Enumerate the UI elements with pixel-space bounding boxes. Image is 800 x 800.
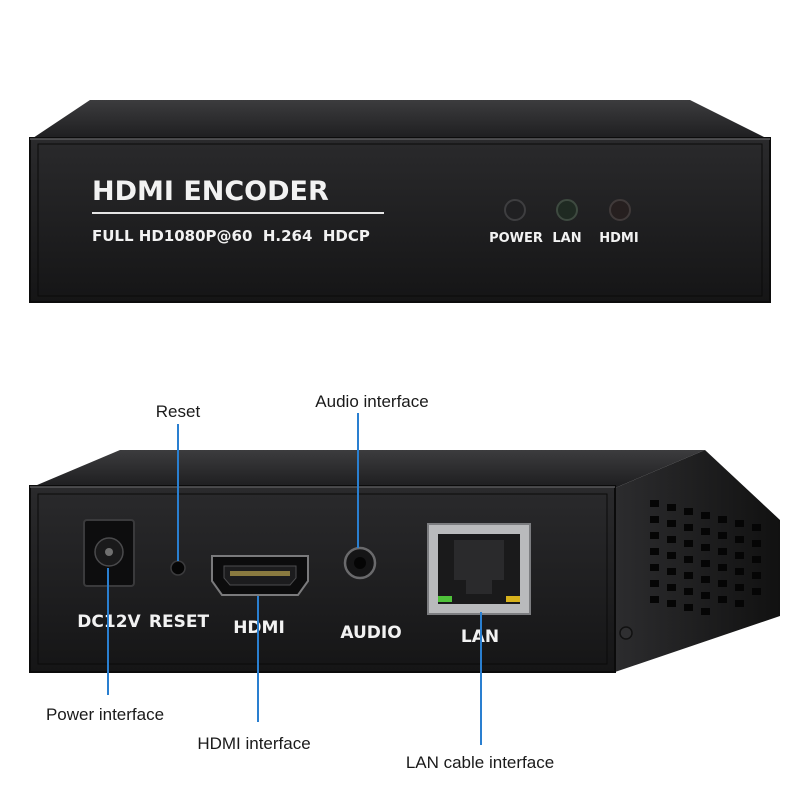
vent-slot	[735, 520, 744, 527]
vent-slot	[701, 544, 710, 551]
vent-slot	[752, 540, 761, 547]
vent-slot	[684, 524, 693, 531]
lan-led-icon	[556, 199, 578, 221]
callout-audio: Audio interface	[315, 392, 428, 411]
vent-slot	[718, 564, 727, 571]
vent-slot	[684, 588, 693, 595]
vent-slot	[718, 516, 727, 523]
side-vent-grille	[650, 500, 761, 615]
lan-amber-led-icon	[506, 596, 520, 602]
rear-encoder-unit: DC12V RESET HDMI AUDIO LAN	[29, 450, 780, 673]
callout-hdmi: HDMI interface	[197, 734, 310, 753]
callout-lines	[107, 413, 482, 745]
vent-slot	[667, 584, 676, 591]
vent-slot	[701, 560, 710, 567]
vent-slot	[667, 504, 676, 511]
hdmi-port	[211, 555, 309, 596]
callout-lan: LAN cable interface	[406, 753, 554, 772]
front-unit-face	[29, 137, 771, 303]
vent-slot	[667, 552, 676, 559]
vent-slot	[684, 556, 693, 563]
callout-reset: Reset	[156, 402, 201, 421]
front-subtitle: FULL HD1080P@60 H.264 HDCP	[92, 227, 370, 245]
vent-slot	[735, 600, 744, 607]
vent-slot	[735, 568, 744, 575]
front-title: HDMI ENCODER	[92, 176, 329, 207]
vent-slot	[701, 512, 710, 519]
vent-slot	[701, 576, 710, 583]
vent-slot	[718, 548, 727, 555]
callout-power: Power interface	[46, 705, 164, 724]
vent-slot	[735, 552, 744, 559]
lan-port	[427, 523, 531, 615]
vent-slot	[718, 532, 727, 539]
port-label-dc: DC12V	[77, 612, 141, 632]
lan-green-led-icon	[438, 596, 452, 602]
vent-slot	[667, 600, 676, 607]
port-label-reset: RESET	[149, 612, 210, 632]
vent-slot	[752, 524, 761, 531]
vent-slot	[650, 596, 659, 603]
vent-slot	[701, 592, 710, 599]
vent-slot	[718, 580, 727, 587]
front-unit-lid	[30, 100, 770, 140]
vent-slot	[752, 588, 761, 595]
power-led-icon	[504, 199, 526, 221]
vent-slot	[650, 516, 659, 523]
port-label-audio: AUDIO	[340, 623, 401, 643]
front-encoder-unit: HDMI ENCODER FULL HD1080P@60 H.264 HDCP …	[29, 100, 771, 303]
vent-slot	[650, 564, 659, 571]
vent-slot	[701, 528, 710, 535]
hdmi-led-icon	[609, 199, 631, 221]
vent-slot	[684, 604, 693, 611]
vent-slot	[650, 532, 659, 539]
vent-slot	[752, 572, 761, 579]
vent-slot	[752, 556, 761, 563]
rear-unit-lid	[30, 450, 705, 488]
reset-button-hole	[170, 560, 186, 576]
side-screw-icon	[619, 626, 633, 640]
vent-slot	[684, 540, 693, 547]
vent-slot	[650, 500, 659, 507]
vent-slot	[667, 536, 676, 543]
vent-slot	[684, 508, 693, 515]
vent-slot	[701, 608, 710, 615]
led-label-power: POWER	[489, 231, 543, 246]
vent-slot	[735, 536, 744, 543]
vent-slot	[650, 580, 659, 587]
vent-slot	[667, 520, 676, 527]
led-label-lan: LAN	[552, 231, 581, 246]
vent-slot	[735, 584, 744, 591]
vent-slot	[684, 572, 693, 579]
led-label-hdmi: HDMI	[599, 231, 638, 246]
vent-slot	[650, 548, 659, 555]
vent-slot	[718, 596, 727, 603]
audio-jack-port	[343, 546, 377, 580]
vent-slot	[667, 568, 676, 575]
